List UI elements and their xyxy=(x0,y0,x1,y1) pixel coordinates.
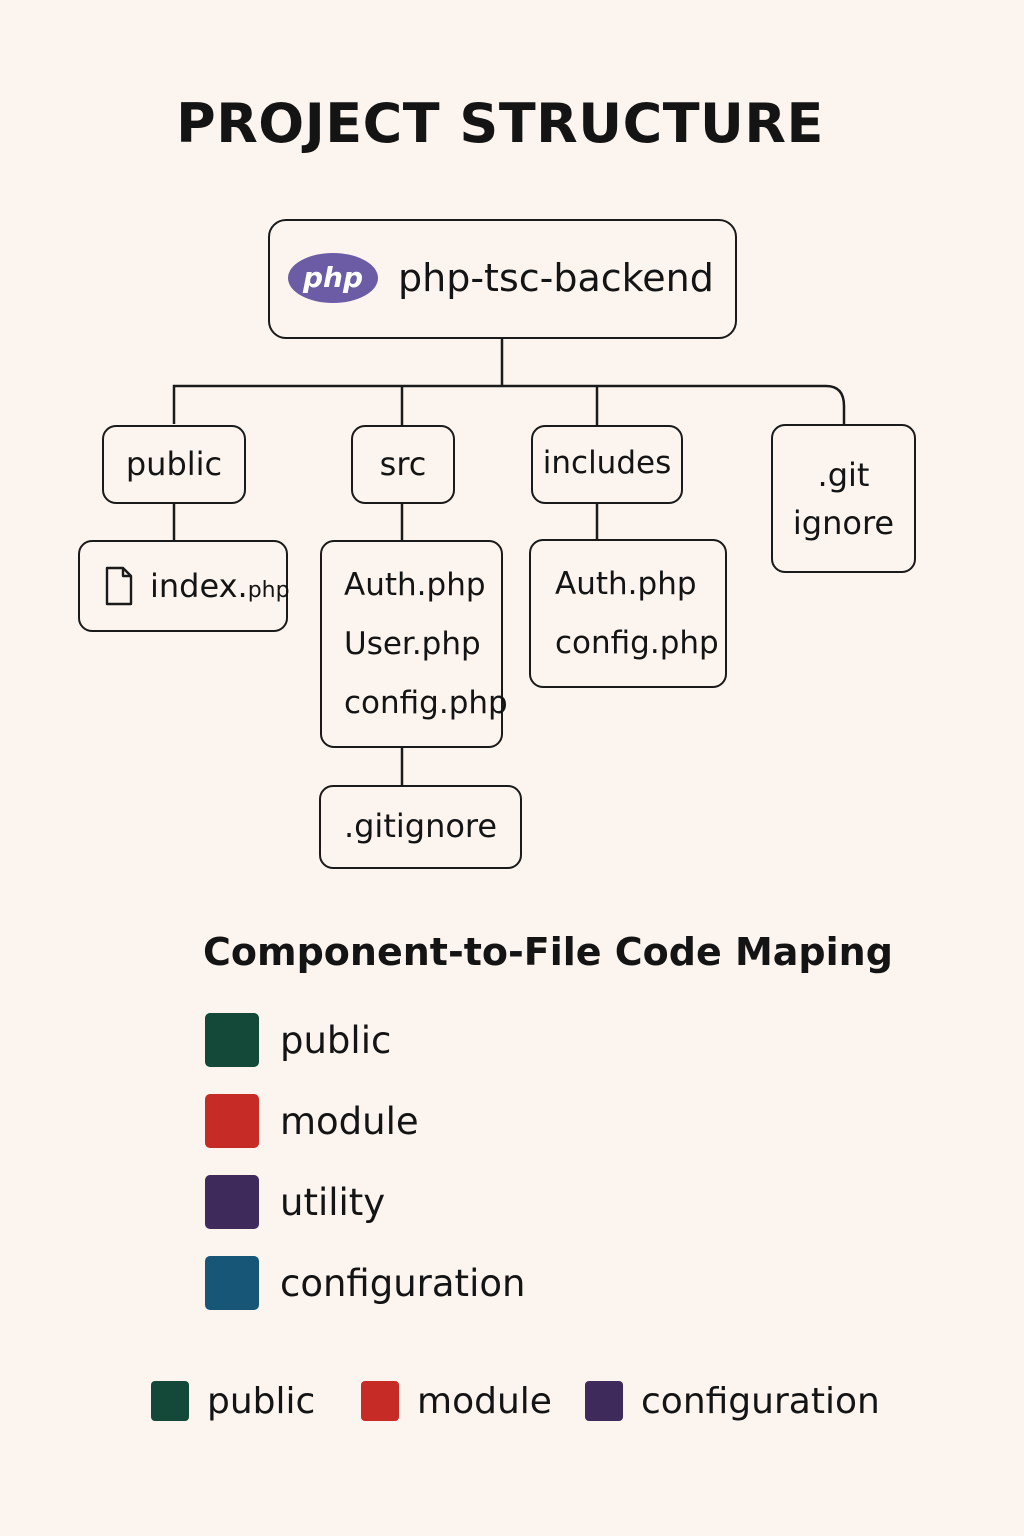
legend-label: module xyxy=(280,1099,419,1143)
legend-item-module: module xyxy=(205,1093,419,1149)
legend-swatch xyxy=(205,1094,259,1148)
file-list-item: User.php xyxy=(344,626,481,662)
legend-swatch xyxy=(205,1175,259,1229)
file-box-gitignore: .gitignore xyxy=(319,785,522,869)
folder-public-label: public xyxy=(125,445,223,483)
root-node: php php-tsc-backend xyxy=(268,219,737,339)
bottom-legend-label: configuration xyxy=(641,1380,880,1422)
legend-title: Component-to-File Code Maping xyxy=(203,930,893,974)
file-index-name: index. xyxy=(150,567,248,605)
folder-src: src xyxy=(351,425,455,504)
file-icon xyxy=(105,566,133,606)
legend-item-public: public xyxy=(205,1012,391,1068)
file-box-src: Auth.php User.php config.php xyxy=(320,540,508,748)
root-label: php-tsc-backend xyxy=(398,256,714,300)
folder-gitignore-line1: .git xyxy=(817,456,870,494)
legend-item-utility: utility xyxy=(205,1174,385,1230)
file-index-label: index.php xyxy=(150,567,290,605)
bottom-legend-swatch xyxy=(361,1381,399,1421)
legend-label: public xyxy=(280,1018,392,1062)
folder-gitignore: .git ignore xyxy=(771,424,916,573)
file-box-public: index.php xyxy=(78,540,290,632)
folder-includes-label: includes xyxy=(542,445,672,481)
bottom-legend-label: public xyxy=(207,1380,316,1422)
file-list-item: config.php xyxy=(344,685,508,721)
bottom-legend-label: module xyxy=(417,1380,552,1422)
legend-item-configuration: configuration xyxy=(205,1255,525,1311)
legend-swatch xyxy=(205,1013,259,1067)
folder-src-label: src xyxy=(379,445,427,483)
folder-gitignore-line2: ignore xyxy=(792,504,895,542)
folder-public: public xyxy=(102,425,246,504)
file-list-item: Auth.php xyxy=(555,566,697,602)
php-logo-icon: php xyxy=(288,253,378,303)
bottom-legend-swatch xyxy=(585,1381,623,1421)
bottom-legend-module: module xyxy=(361,1380,552,1422)
connector-branch-bar xyxy=(172,384,846,425)
legend-label: utility xyxy=(280,1180,386,1224)
page-title: PROJECT STRUCTURE xyxy=(176,92,824,155)
legend-swatch xyxy=(205,1256,259,1310)
file-index-ext: php xyxy=(247,578,290,603)
file-gitignore-label: .gitignore xyxy=(343,807,498,845)
bottom-legend-configuration: configuration xyxy=(585,1380,880,1422)
folder-includes: includes xyxy=(531,425,683,504)
php-logo-text: php xyxy=(302,261,363,294)
file-list-item: Auth.php xyxy=(344,567,486,603)
legend-label: configuration xyxy=(280,1261,526,1305)
bottom-legend-public: public xyxy=(151,1380,315,1422)
file-box-includes: Auth.php config.php xyxy=(529,539,727,688)
file-list-item: config.php xyxy=(555,625,719,661)
bottom-legend-swatch xyxy=(151,1381,189,1421)
